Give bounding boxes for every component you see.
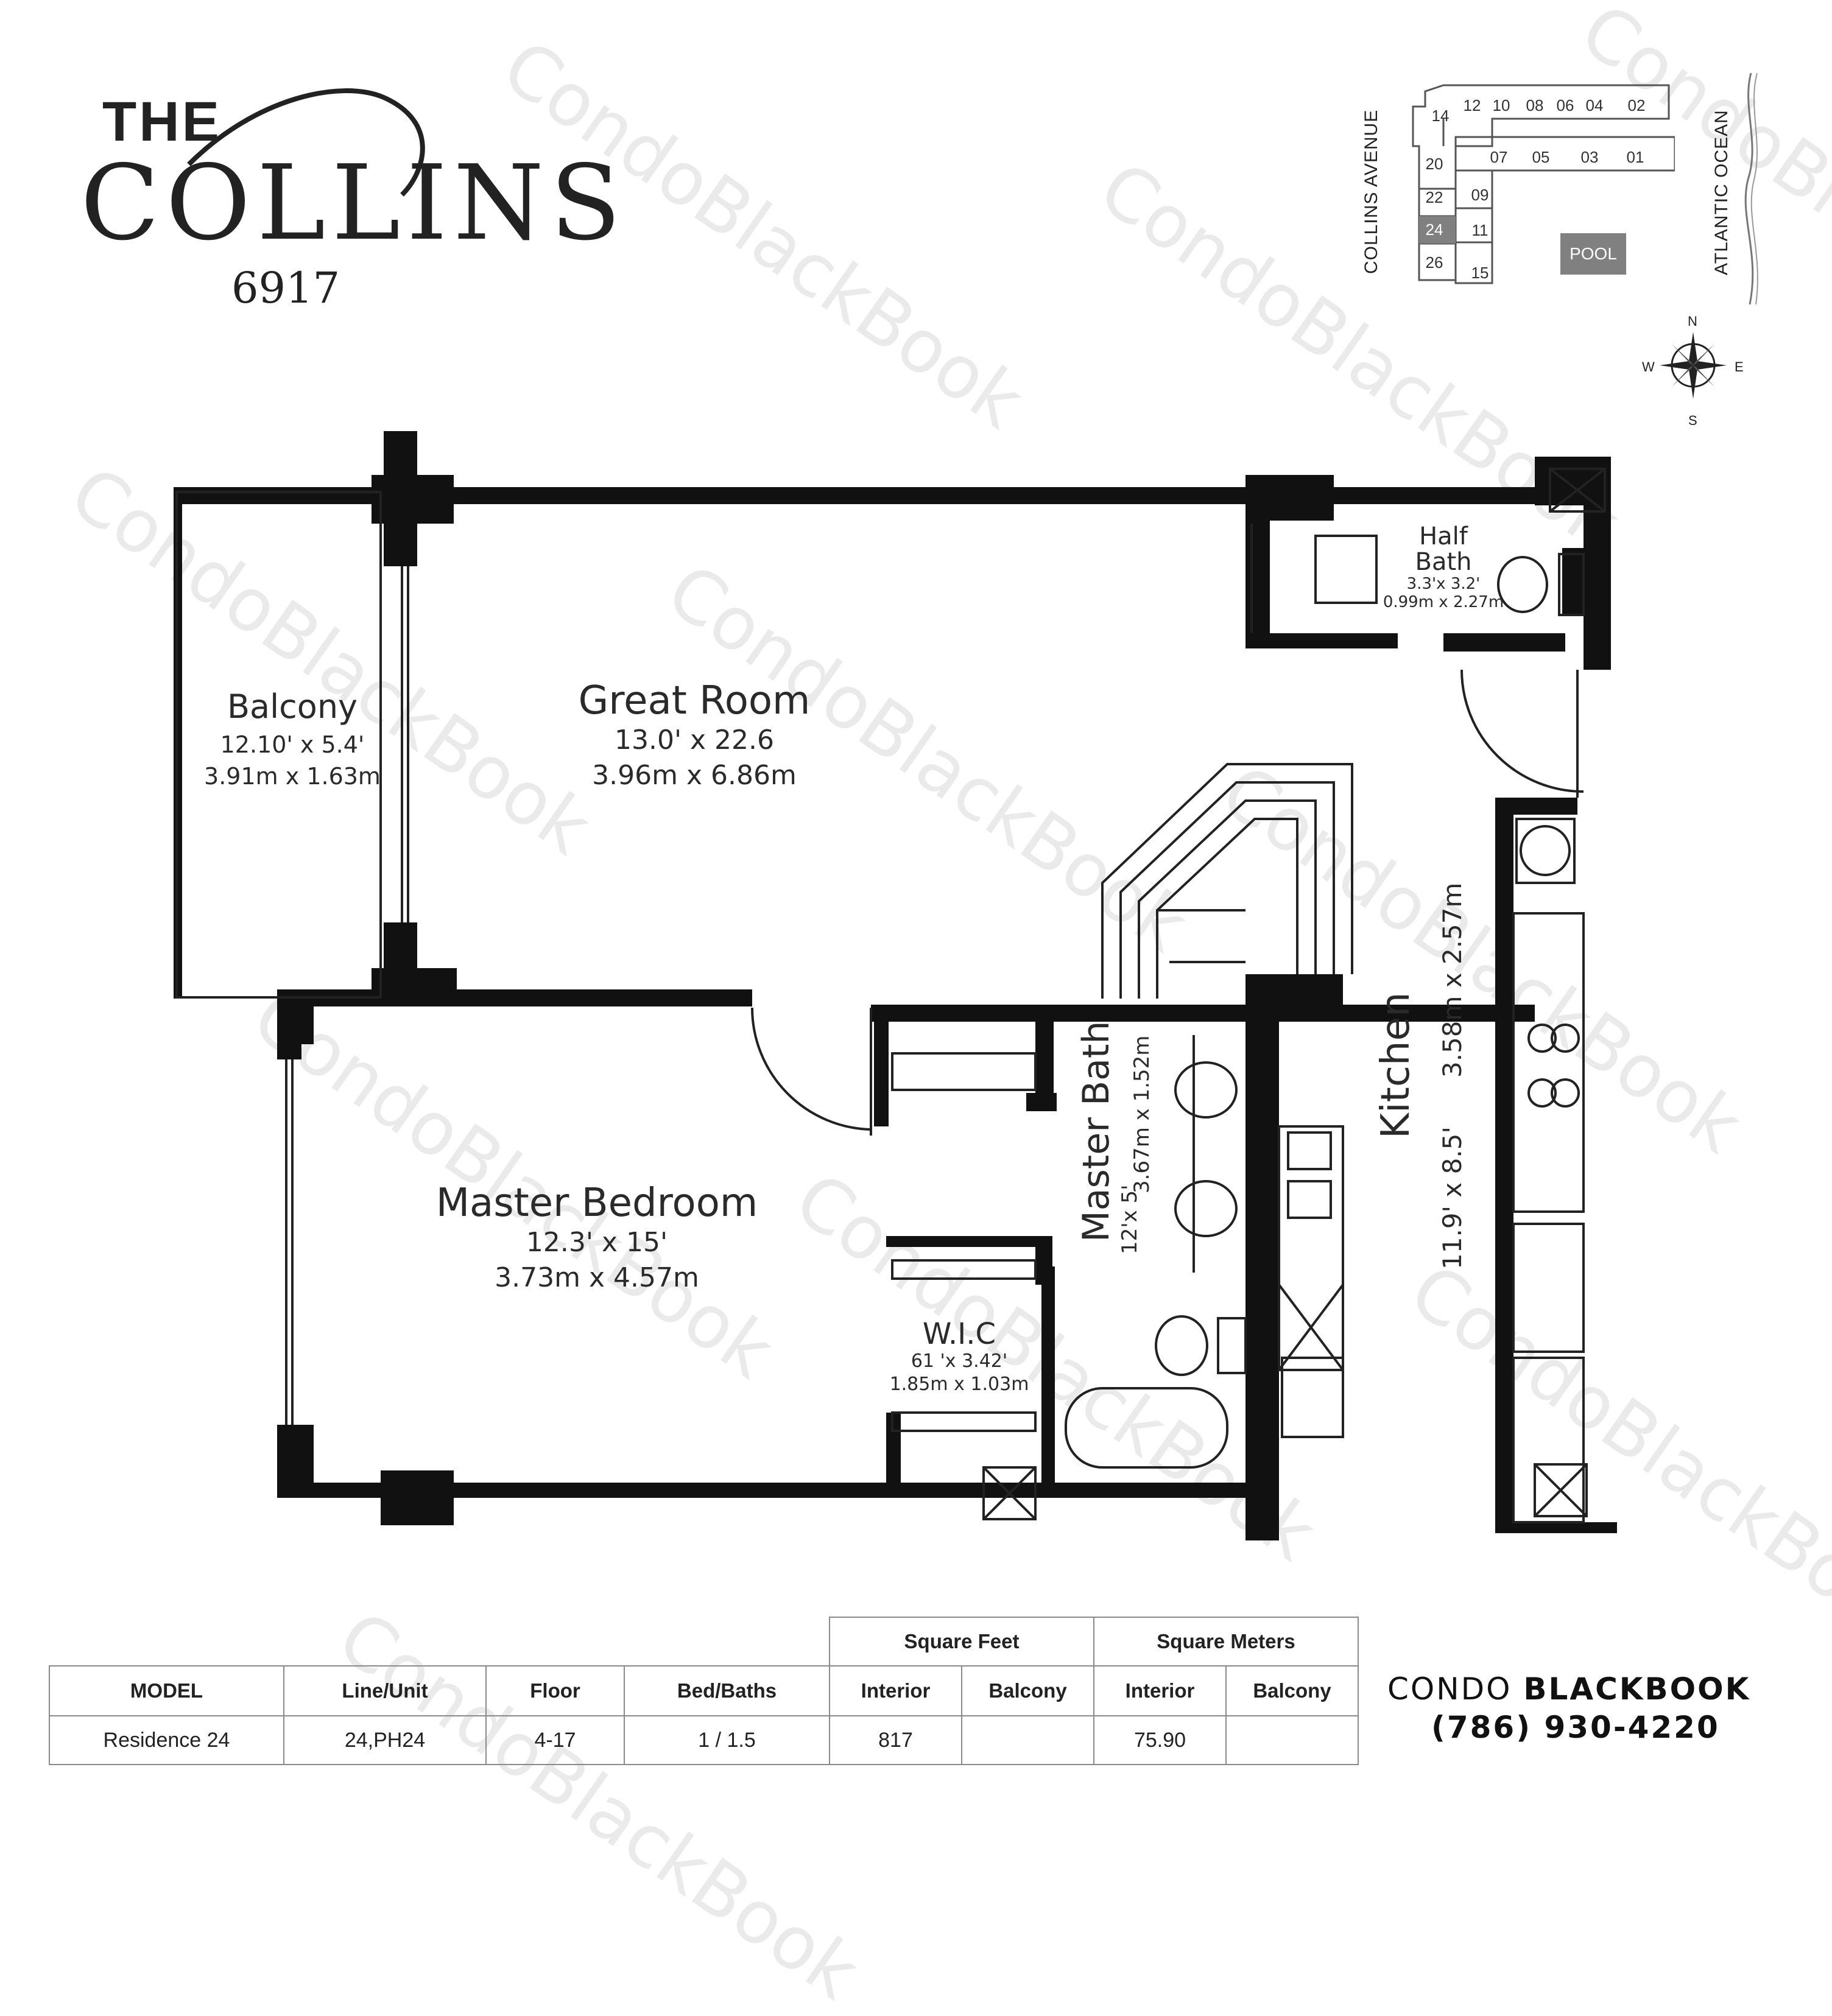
half-bath-dim-m: 0.99m x 2.27m <box>1383 593 1504 611</box>
pool: POOL <box>1560 233 1626 275</box>
brand-phone[interactable]: (786) 930-4220 <box>1431 1710 1720 1745</box>
cell-line-unit: 24,PH24 <box>283 1715 487 1765</box>
street-collins-avenue: COLLINS AVENUE <box>1361 109 1381 274</box>
unit-02: 02 <box>1627 96 1646 114</box>
cell-sqft-interior: 817 <box>829 1715 962 1765</box>
compass-e: E <box>1735 359 1744 374</box>
half-bath-label: Half Bath 3.3'x 3.2' 0.99m x 2.27m <box>1383 524 1504 611</box>
brand-name-bold: BLACKBOOK <box>1523 1671 1751 1707</box>
cell-sqm-balcony <box>1225 1715 1359 1765</box>
balcony-label: Balcony 12.10' x 5.4' 3.91m x 1.63m <box>201 685 384 792</box>
balcony-dim-m: 3.91m x 1.63m <box>204 763 381 790</box>
group-header-square-meters: Square Meters <box>1093 1617 1359 1667</box>
master-bedroom-name: Master Bedroom <box>435 1181 758 1226</box>
master-bath-dim-m: 3.67m x 1.52m <box>1130 1035 1154 1193</box>
compass-w: W <box>1642 359 1655 374</box>
great-room-dim-m: 3.96m x 6.86m <box>592 760 797 791</box>
master-bath-name: Master Bath <box>1075 1020 1118 1242</box>
half-bath-dim-ft: 3.3'x 3.2' <box>1406 575 1481 593</box>
unit-15: 15 <box>1471 264 1489 282</box>
master-bedroom-dim-m: 3.73m x 4.57m <box>495 1262 699 1293</box>
unit-26: 26 <box>1425 253 1443 272</box>
unit-09: 09 <box>1471 186 1489 204</box>
header-line-unit: Line/Unit <box>283 1665 487 1716</box>
table-row: Residence 24 24,PH24 4-17 1 / 1.5 817 75… <box>49 1715 1359 1765</box>
unit-07: 07 <box>1490 148 1508 166</box>
unit-info-table: Square Feet Square Meters MODEL Line/Uni… <box>49 1617 1359 1765</box>
logo-collins: COLLINS <box>80 143 627 264</box>
unit-03: 03 <box>1580 148 1599 166</box>
kitchen-dim-ft: 11.9' x 8.5' <box>1437 1126 1467 1270</box>
cell-sqm-interior: 75.90 <box>1093 1715 1227 1765</box>
unit-24: 24 <box>1425 220 1443 239</box>
header-bed-baths: Bed/Baths <box>624 1665 830 1716</box>
compass-n: N <box>1688 314 1697 329</box>
master-bath-dim-ft: 12'x 5' <box>1118 1184 1142 1254</box>
unit-05: 05 <box>1532 148 1550 166</box>
wic-name: W.I.C <box>922 1317 996 1351</box>
unit-22: 22 <box>1425 188 1443 206</box>
header-model: MODEL <box>49 1665 284 1716</box>
cell-bed-baths: 1 / 1.5 <box>624 1715 830 1765</box>
brand-name: CONDO BLACKBOOK <box>1387 1671 1750 1707</box>
unit-10: 10 <box>1492 96 1510 114</box>
header-sqft-interior: Interior <box>829 1665 962 1716</box>
unit-04: 04 <box>1585 96 1604 114</box>
header-sqft-balcony: Balcony <box>961 1665 1094 1716</box>
cell-floor: 4-17 <box>485 1715 625 1765</box>
half-bath-name-line1: Half <box>1419 522 1468 550</box>
balcony-name: Balcony <box>227 687 358 726</box>
unit-06: 06 <box>1556 96 1574 114</box>
header-floor: Floor <box>485 1665 625 1716</box>
compass-s: S <box>1688 413 1697 428</box>
logo-the: THE <box>102 91 222 153</box>
kitchen-name: Kitchen <box>1373 992 1418 1139</box>
header-sqm-interior: Interior <box>1093 1665 1227 1716</box>
kitchen-dim-m: 3.58m x 2.57m <box>1437 882 1467 1078</box>
compass-rose-icon <box>1660 332 1727 399</box>
great-room-label: Great Room 13.0' x 22.6 3.96m x 6.86m <box>572 679 816 793</box>
brand-name-light: CONDO <box>1387 1671 1524 1707</box>
street-atlantic-ocean: ATLANTIC OCEAN <box>1711 110 1732 275</box>
great-room-dim-ft: 13.0' x 22.6 <box>614 725 775 756</box>
cell-sqft-balcony <box>961 1715 1094 1765</box>
group-header-square-feet: Square Feet <box>829 1617 1094 1667</box>
wic-label: W.I.C 61 'x 3.42' 1.85m x 1.03m <box>886 1318 1032 1396</box>
balcony-dim-ft: 12.10' x 5.4' <box>220 731 365 758</box>
site-map-outline <box>1412 84 1675 284</box>
unit-20: 20 <box>1425 155 1443 173</box>
cell-model: Residence 24 <box>49 1715 284 1765</box>
unit-14: 14 <box>1431 107 1450 125</box>
unit-11: 11 <box>1471 221 1488 239</box>
great-room-name: Great Room <box>578 678 811 723</box>
half-bath-name-line2: Bath <box>1415 548 1472 576</box>
logo-swoosh <box>187 88 425 197</box>
master-bedroom-label: Master Bedroom 12.3' x 15' 3.73m x 4.57m <box>426 1181 767 1296</box>
wic-dim-m: 1.85m x 1.03m <box>889 1374 1029 1395</box>
unit-12: 12 <box>1463 96 1481 114</box>
floor-plan <box>174 431 1617 1540</box>
master-bedroom-dim-ft: 12.3' x 15' <box>526 1227 668 1258</box>
ocean-wave-lines <box>1744 72 1758 305</box>
logo-address-number: 6917 <box>231 263 340 313</box>
unit-01: 01 <box>1626 148 1644 166</box>
header-sqm-balcony: Balcony <box>1225 1665 1359 1716</box>
unit-08: 08 <box>1526 96 1544 114</box>
wic-dim-ft: 61 'x 3.42' <box>911 1350 1008 1372</box>
